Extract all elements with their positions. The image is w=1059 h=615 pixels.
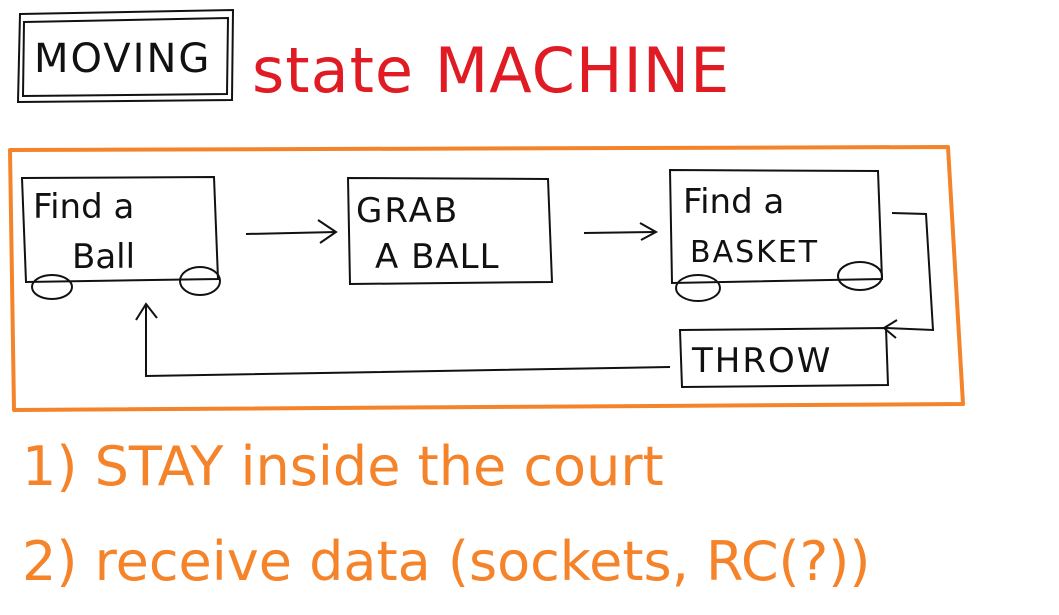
arrow-grab-to-findbasket: [583, 222, 659, 241]
note-2: 2) receive data (sockets, RC(?)): [22, 530, 870, 593]
state-throw: THROW: [678, 326, 890, 389]
arrow-findball-to-grab: [245, 219, 338, 244]
wheel-left: [675, 274, 721, 302]
state-grab-ball: GRAB A BALL: [346, 176, 554, 286]
arrow-throw-to-findball: [135, 302, 671, 378]
state-machine-frame: [8, 145, 965, 412]
state-find-ball: Find a Ball: [20, 175, 221, 300]
state-label-line1: Find a: [33, 187, 134, 227]
state-label-line1: THROW: [691, 341, 832, 381]
note-1: 1) STAY inside the court: [22, 435, 664, 498]
title-box-label: MOVING: [34, 36, 211, 82]
state-label-line2: Ball: [72, 237, 135, 277]
page-title: state MACHINE: [252, 34, 730, 107]
wheel-left: [31, 274, 73, 300]
state-label-line2: A BALL: [375, 237, 500, 277]
state-label-line1: Find a: [683, 182, 784, 222]
state-label-line2: BASKET: [690, 235, 819, 270]
title-box: MOVING: [16, 8, 235, 104]
arrow-findbasket-to-throw: [882, 212, 935, 339]
wheel-right: [179, 266, 221, 296]
wheel-right: [837, 261, 883, 291]
state-label-line1: GRAB: [356, 191, 459, 231]
state-find-basket: Find a BASKET: [668, 168, 884, 302]
